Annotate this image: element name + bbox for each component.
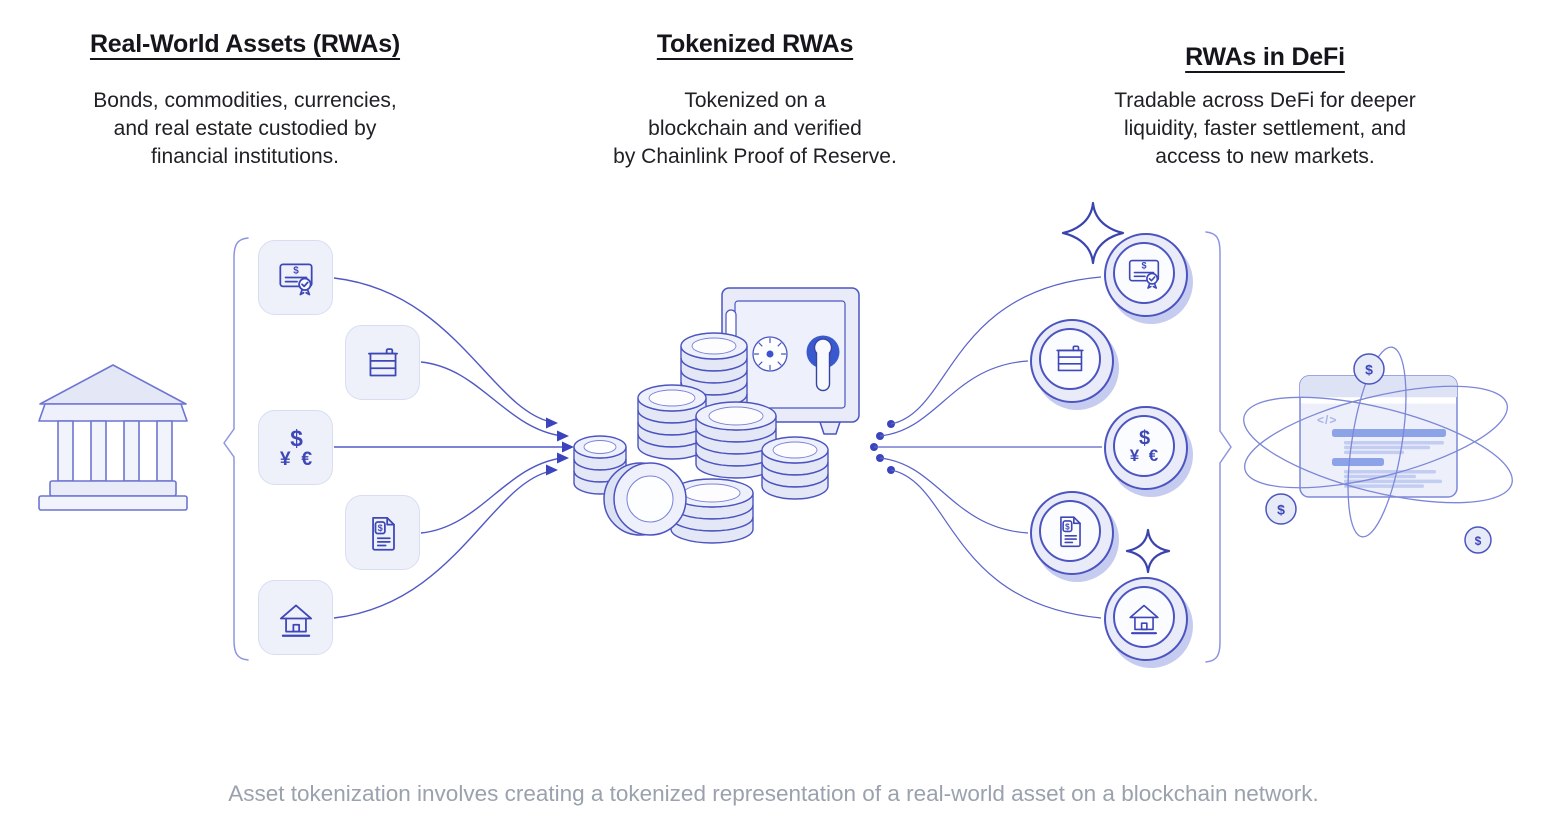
house-icon <box>273 595 319 641</box>
orbit-coin-icon: $ <box>1353 353 1385 385</box>
code-tag: </> <box>1317 413 1337 427</box>
sparkle-icon <box>1125 528 1171 574</box>
bond-certificate-icon <box>273 255 319 301</box>
coin-stacks-icon <box>573 332 829 544</box>
sparkle-icon <box>1061 201 1125 265</box>
house-icon <box>1123 596 1165 638</box>
code-window-icon: </> <box>1299 375 1458 498</box>
fan-out-lines <box>870 276 1102 619</box>
orbit-ellipses <box>1243 346 1513 538</box>
right-brace <box>1205 231 1232 663</box>
token-face <box>1113 242 1175 304</box>
asset-card-bond-certificate <box>258 240 333 315</box>
financial-document-icon <box>360 510 406 556</box>
orbit-coin-icon: $ <box>1464 526 1492 554</box>
column-title-tokenized-rwas: Tokenized RWAs <box>656 30 854 58</box>
vault-keyhole-handle <box>806 335 840 392</box>
token-currencies <box>1104 406 1193 497</box>
column-title-real-world-assets: Real-World Assets (RWAs) <box>89 30 401 58</box>
column-desc-tokenized-rwas: Tokenized on a blockchain and verified b… <box>613 89 897 168</box>
currency-exchange-icon <box>1122 424 1166 468</box>
orbit-coin-icon: $ <box>1265 493 1297 525</box>
bank-building-icon <box>38 364 188 511</box>
column-desc-real-world-assets: Bonds, commodities, currencies, and real… <box>93 89 397 168</box>
asset-card-commodity-barrel <box>345 325 420 400</box>
dollar-symbol: $ <box>1365 362 1373 378</box>
token-face <box>1113 586 1175 648</box>
bond-certificate-icon <box>1123 252 1165 294</box>
asset-card-real-estate <box>258 580 333 655</box>
token-face <box>1113 415 1175 477</box>
diagram-caption: Asset tokenization involves creating a t… <box>228 780 1319 806</box>
fan-in-arrows <box>333 277 574 619</box>
column-title-rwas-in-defi: RWAs in DeFi <box>1185 43 1345 71</box>
financial-document-icon <box>1049 510 1091 552</box>
dollar-symbol: $ <box>1277 502 1285 518</box>
asset-card-currencies <box>258 410 333 485</box>
dollar-symbol: $ <box>1475 534 1482 548</box>
defi-app-illustration: </> $ $ <box>1243 346 1513 554</box>
token-face <box>1039 328 1101 390</box>
token-bond-certificate <box>1104 233 1193 324</box>
token-face <box>1039 500 1101 562</box>
asset-card-financial-document <box>345 495 420 570</box>
token-real-estate <box>1104 577 1193 668</box>
token-financial-document <box>1030 491 1119 582</box>
token-commodity-barrel <box>1030 319 1119 410</box>
vault-safe-icon <box>721 287 860 435</box>
left-brace <box>223 237 249 661</box>
vault-dial <box>752 336 788 372</box>
standing-coin-icon <box>603 462 687 536</box>
column-desc-rwas-in-defi: Tradable across DeFi for deeper liquidit… <box>1114 89 1416 168</box>
currency-exchange-icon <box>271 423 321 473</box>
oil-barrel-icon <box>360 340 406 386</box>
oil-barrel-icon <box>1049 338 1091 380</box>
